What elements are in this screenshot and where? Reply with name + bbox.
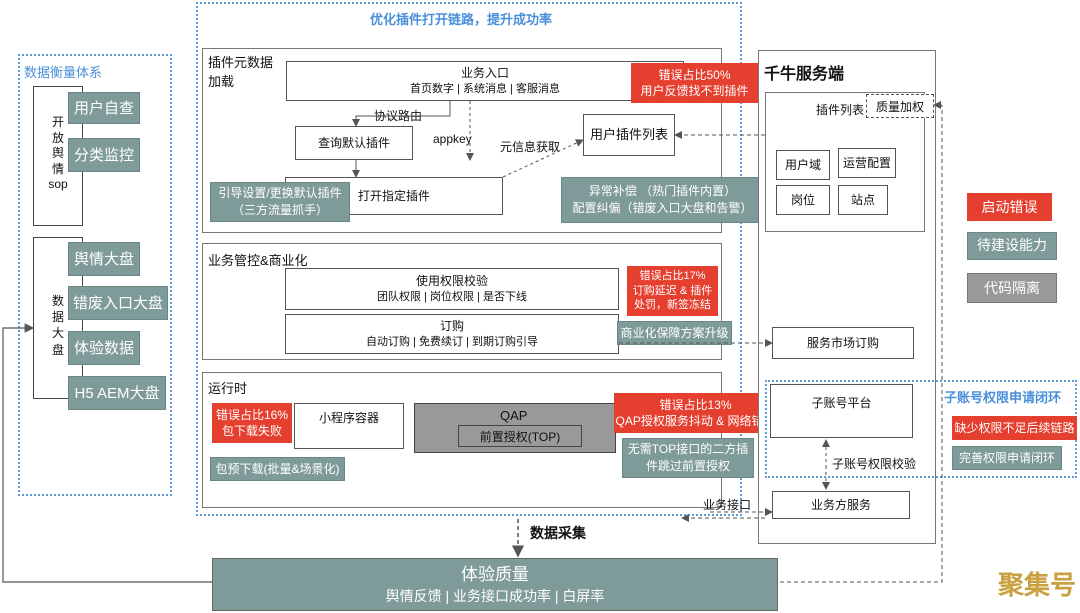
sub-account-check-label: 子账号权限校验: [832, 457, 917, 471]
appkey-label: appkey: [433, 132, 472, 146]
business-entry-box: 业务入口首页数字 | 系统消息 | 客服消息: [286, 61, 684, 101]
category-monitor-box: 分类监控: [68, 138, 140, 172]
optimize-region: [196, 2, 742, 516]
commercial-upgrade-box: 商业化保障方案升级: [617, 321, 732, 345]
skip-pre-auth-box: 无需TOP接口的二方插件跳过前置授权: [622, 438, 754, 478]
metrics-title: 数据衡量体系: [24, 65, 103, 80]
plugin-load-title: 插件元数据加载: [208, 55, 274, 89]
error-50-badge: 错误占比50%用户反馈找不到插件: [631, 63, 758, 103]
metrics-region: [18, 54, 172, 496]
permission-check-box: 使用权限校验团队权限 | 岗位权限 | 是否下线: [285, 268, 619, 310]
permission-loop-box: 完善权限申请闭环: [952, 446, 1062, 470]
legend-startup-error: 启动错误: [967, 193, 1052, 221]
experience-data-box: 体验数据: [68, 331, 140, 365]
sub-account-platform-box: 子账号平台: [770, 384, 913, 438]
biz-service-box: 业务方服务: [772, 491, 910, 519]
data-collect-label: 数据采集: [530, 525, 586, 541]
server-plugin-list-label: 插件列表: [816, 103, 865, 117]
data-board-label: 数据大盘: [51, 294, 64, 357]
region-title: 优化插件打开链路，提升成功率: [370, 12, 553, 27]
server-title: 千牛服务端: [764, 66, 845, 83]
preload-box: 包预下载(批量&场景化): [210, 457, 345, 481]
user-plugin-list-box: 用户插件列表: [583, 114, 675, 156]
error-13-badge: 错误占比13%QAP授权服务抖动 & 网络错误: [614, 393, 777, 433]
watermark-logo: 聚集号: [998, 570, 1077, 600]
market-order-box: 服务市场订购: [772, 327, 914, 359]
biz-api-label: 业务接口: [703, 498, 752, 512]
experience-quality-box: 体验质量舆情反馈 | 业务接口成功率 | 白屏率: [212, 558, 778, 611]
business-control-title: 业务管控&商业化: [208, 253, 308, 268]
missing-permission-badge: 缺少权限不足后续链路: [952, 416, 1077, 440]
miniapp-container-box: 小程序容器: [294, 403, 404, 449]
guide-default-plugin-box: 引导设置/更换默认插件（三方流量抓手）: [210, 182, 350, 222]
quality-weight-box: 质量加权: [866, 94, 934, 118]
legend-to-build: 待建设能力: [967, 232, 1057, 260]
order-box: 订购自动订购 | 免费续订 | 到期订购引导: [285, 314, 619, 354]
user-domain-box: 用户域: [776, 150, 830, 180]
opinion-board-box: 舆情大盘: [68, 242, 140, 276]
error-17-badge: 错误占比17%订购延迟 & 插件处罚，新签冻结: [627, 266, 718, 316]
h5-aem-board-box: H5 AEM大盘: [68, 376, 166, 410]
meta-fetch-label: 元信息获取: [500, 140, 561, 154]
sub-account-title: 子账号权限申请闭环: [944, 390, 1062, 405]
fallback-compensation-box: 异常补偿 （热门插件内置）配置纠偏（错废入口大盘和告警）: [561, 177, 764, 223]
user-self-check-box: 用户自查: [68, 92, 140, 124]
error-entry-board-box: 错废入口大盘: [68, 286, 168, 320]
error-16-badge: 错误占比16%包下载失败: [212, 403, 292, 443]
qap-label: QAP: [500, 408, 528, 423]
legend-code-isolation: 代码隔离: [967, 273, 1057, 303]
site-box: 站点: [838, 185, 888, 215]
runtime-title: 运行时: [208, 381, 248, 396]
pre-auth-top-box: 前置授权(TOP): [458, 425, 582, 447]
position-box: 岗位: [776, 185, 830, 215]
ops-config-box: 运营配置: [838, 148, 896, 178]
